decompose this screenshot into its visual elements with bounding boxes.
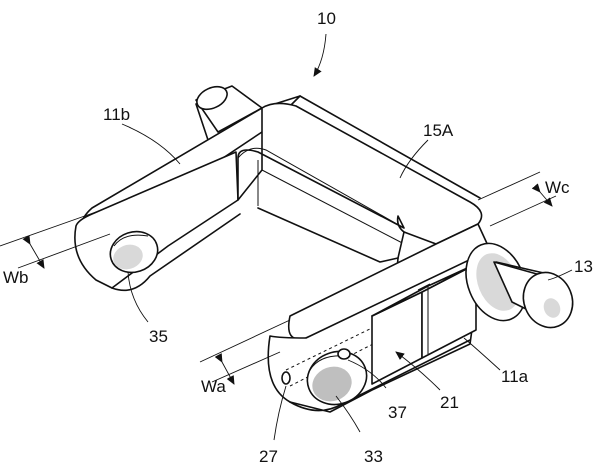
label-13: 13 [574,257,593,276]
dimension-wc [477,171,557,227]
dimension-wb [0,211,111,269]
leader-13 [547,269,573,281]
leader-21 [395,351,441,391]
shaft-13 [465,242,574,329]
label-33: 33 [364,447,383,466]
label-11a: 11a [501,367,529,386]
label-11b: 11b [103,105,130,124]
cam-block-21 [371,263,477,385]
label-21: 21 [440,393,459,412]
leader-lines [121,33,573,441]
label-wa: Wa [201,377,226,396]
label-10: 10 [317,9,336,28]
leader-27 [273,385,287,441]
label-wb: Wb [3,268,29,287]
leader-15A [399,139,429,179]
arm-11b [74,95,301,292]
label-27: 27 [259,447,278,466]
leader-33 [335,395,361,433]
label-15A: 15A [423,121,454,140]
leader-11b [121,123,181,165]
back-shaft-stub [195,85,263,141]
label-35: 35 [149,327,168,346]
leader-11a [463,337,501,371]
dimension-wa [199,319,291,385]
leader-10 [313,33,327,77]
label-wc: Wc [545,178,570,197]
hole-33 [306,348,368,406]
leader-37 [347,359,387,389]
leader-35 [127,271,149,323]
pin-hole-37-mark [337,348,351,360]
label-37: 37 [388,403,407,422]
